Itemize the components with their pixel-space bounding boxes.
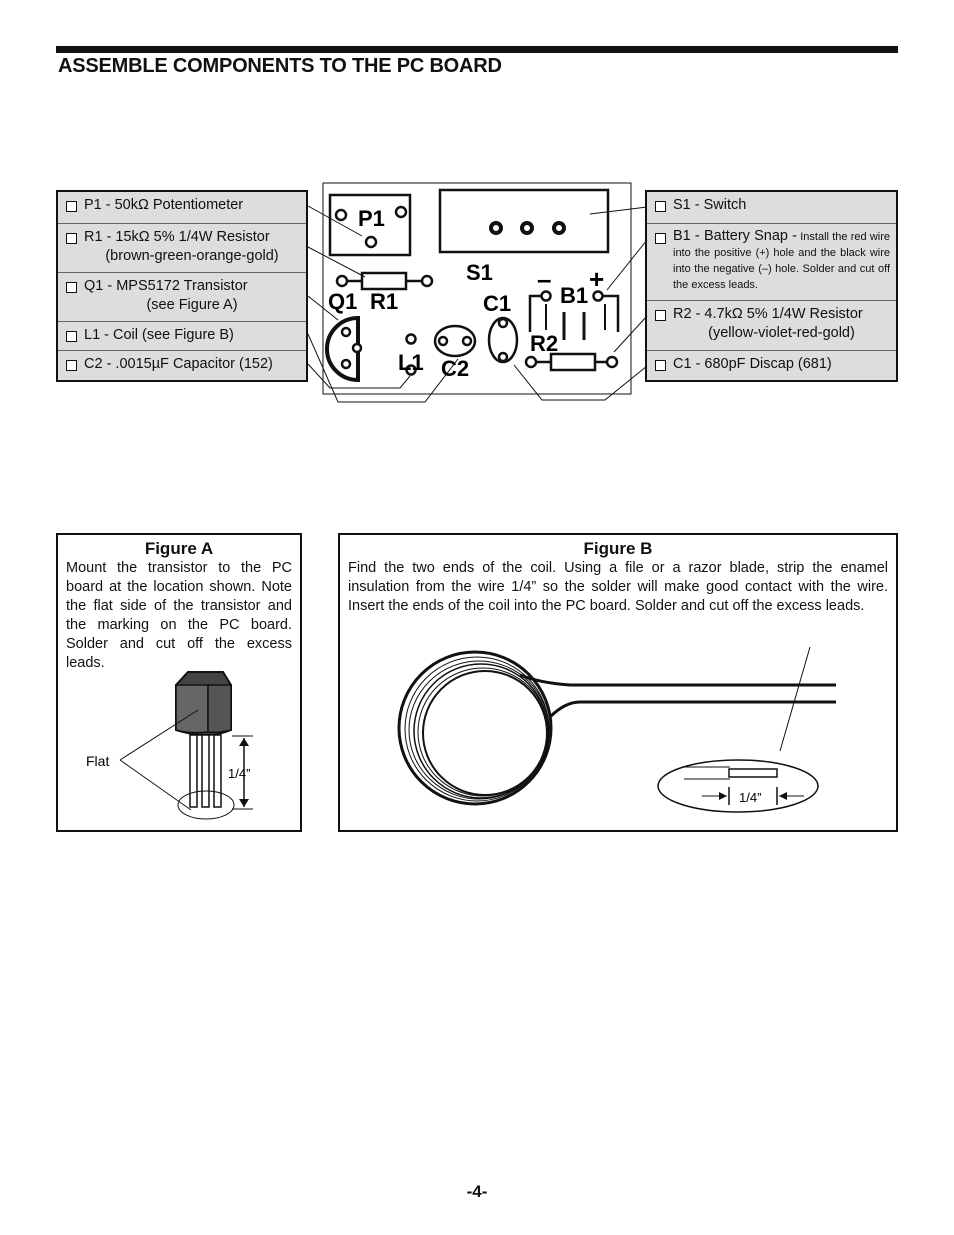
- p1-outline: [328, 193, 412, 257]
- r1-body: [360, 271, 408, 291]
- part-label: C2 - .0015µF Capacitor (152): [84, 356, 273, 372]
- part-p1: P1 - 50kΩ Potentiometer: [58, 192, 306, 224]
- figure-b-text: Find the two ends of the coil. Using a f…: [348, 560, 888, 614]
- left-parts-list: P1 - 50kΩ Potentiometer R1 - 15kΩ 5% 1/4…: [56, 190, 308, 382]
- figure-b: Figure B Find the two ends of the coil. …: [338, 533, 898, 832]
- dim-label: 1/4”: [739, 790, 761, 805]
- part-label: S1 - Switch: [673, 197, 747, 213]
- part-label: C1 - 680pF Discap (681): [673, 356, 832, 372]
- checkbox[interactable]: [66, 331, 77, 342]
- part-label: P1 - 50kΩ Potentiometer: [84, 197, 244, 213]
- s1-outline: [438, 188, 610, 254]
- part-r1: R1 - 15kΩ 5% 1/4W Resistor (brown-green-…: [58, 224, 306, 273]
- part-detail: (see Figure A): [146, 297, 238, 313]
- checkbox[interactable]: [655, 201, 666, 212]
- figure-b-title: Figure B: [583, 539, 653, 558]
- c2-outline: [433, 324, 477, 358]
- checkbox[interactable]: [66, 201, 77, 212]
- board-label-c2: C2: [441, 356, 469, 381]
- board-label-b1: B1: [560, 283, 588, 308]
- board-label-q1: Q1: [328, 289, 357, 314]
- coil-illustration: 1/4”: [397, 646, 836, 813]
- checkbox[interactable]: [66, 282, 77, 293]
- part-label: B1 - Battery Snap -: [673, 228, 797, 244]
- figure-a-text: Mount the transistor to the PC board at …: [66, 560, 292, 671]
- r2-body: [549, 352, 597, 372]
- board-label-c1: C1: [483, 291, 511, 316]
- part-detail: (brown-green-orange-gold): [105, 248, 279, 264]
- part-label: Q1 - MPS5172 Transistor: [84, 278, 248, 294]
- board-label-r2: R2: [530, 331, 558, 356]
- part-b1: B1 - Battery Snap - Install the red wire…: [647, 224, 896, 301]
- dim-label: 1/4”: [228, 766, 250, 781]
- board-label-minus: –: [537, 264, 551, 294]
- checkbox[interactable]: [66, 233, 77, 244]
- part-r2: R2 - 4.7kΩ 5% 1/4W Resistor (yellow-viol…: [647, 301, 896, 351]
- checkbox[interactable]: [66, 360, 77, 371]
- page-number: -4-: [466, 1182, 488, 1201]
- right-parts-list: S1 - Switch B1 - Battery Snap - Install …: [645, 190, 898, 382]
- part-s1: S1 - Switch: [647, 192, 896, 224]
- board-label-s1: S1: [466, 260, 493, 285]
- strip-detail: [657, 759, 819, 813]
- board-label-l1: L1: [398, 350, 424, 375]
- part-detail: (yellow-violet-red-gold): [708, 325, 855, 341]
- header-rule: [56, 46, 898, 53]
- part-label: R1 - 15kΩ 5% 1/4W Resistor: [84, 229, 270, 245]
- checkbox[interactable]: [655, 310, 666, 321]
- checkbox[interactable]: [655, 233, 666, 244]
- q1-outline: [325, 315, 360, 383]
- figure-a-title: Figure A: [144, 539, 214, 558]
- transistor-illustration: Flat 1/4”: [86, 671, 253, 820]
- part-label: L1 - Coil (see Figure B): [84, 327, 234, 343]
- board-label-r1: R1: [370, 289, 398, 314]
- board-label-p1: P1: [358, 206, 385, 231]
- flat-label: Flat: [86, 753, 109, 769]
- checkbox[interactable]: [655, 360, 666, 371]
- part-l1: L1 - Coil (see Figure B): [58, 322, 306, 351]
- page-title: ASSEMBLE COMPONENTS TO THE PC BOARD: [58, 55, 502, 77]
- part-q1: Q1 - MPS5172 Transistor (see Figure A): [58, 273, 306, 322]
- part-label: R2 - 4.7kΩ 5% 1/4W Resistor: [673, 306, 863, 322]
- figure-a: Figure A Mount the transistor to the PC …: [56, 533, 302, 832]
- part-c2: C2 - .0015µF Capacitor (152): [58, 351, 306, 380]
- part-note: Install the red wire into the positive (…: [673, 231, 890, 291]
- pc-board-diagram: P1 S1 – + Q1 R1 L1 C2 C1 B1 R2: [307, 182, 648, 403]
- board-label-plus: +: [589, 264, 604, 294]
- part-c1: C1 - 680pF Discap (681): [647, 351, 896, 380]
